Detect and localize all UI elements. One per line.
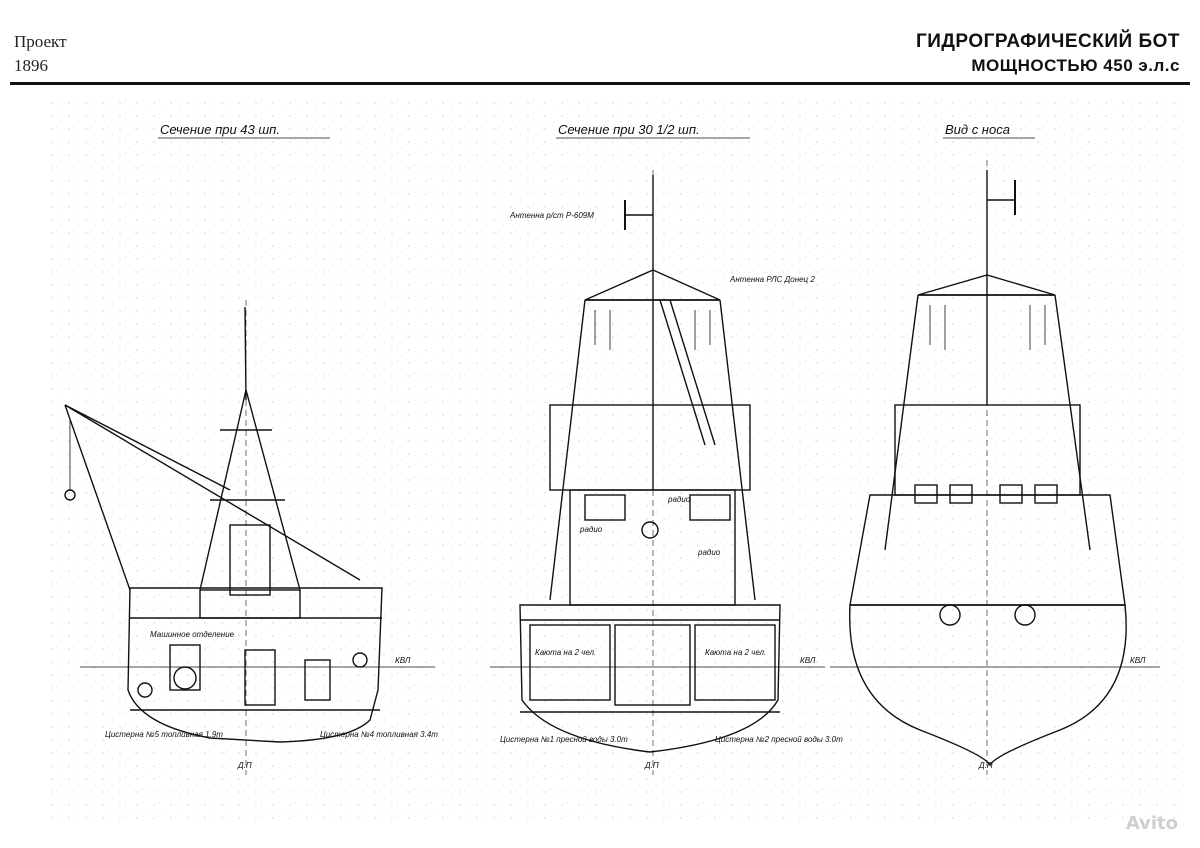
project-number: 1896 xyxy=(14,56,48,75)
view-section-43: Сечение при 43 шп. КВЛ Д.П Машинн xyxy=(64,122,438,775)
tank4-label: Цистерна №4 топливная 3.4т xyxy=(320,730,438,739)
view-section-30-half: Сечение при 30 1/2 шп. КВЛ Д.П Каюта на … xyxy=(490,122,843,775)
kvl-label-1: КВЛ xyxy=(395,656,411,665)
radio-label-3: радио xyxy=(697,548,721,557)
title-line-2: МОЩНОСТЬЮ 450 э.л.с xyxy=(971,56,1180,75)
caption-section-43: Сечение при 43 шп. xyxy=(160,122,280,137)
title-line-1: ГИДРОГРАФИЧЕСКИЙ БОТ xyxy=(915,31,1180,52)
dp-label-1: Д.П xyxy=(237,761,252,770)
dp-label-2: Д.П xyxy=(644,761,659,770)
project-block: Проект 1896 xyxy=(14,30,67,78)
cabin-left-label: Каюта на 2 чел. xyxy=(535,648,596,657)
cabin-right-label: Каюта на 2 чел. xyxy=(705,648,766,657)
tank5-label: Цистерна №5 топливная 1.9т xyxy=(105,730,223,739)
title-block: ГИДРОГРАФИЧЕСКИЙ БОТ МОЩНОСТЬЮ 450 э.л.с xyxy=(916,30,1180,78)
radio-label-2: радио xyxy=(667,495,691,504)
antenna2-label: Антенна РЛС Донец 2 xyxy=(729,275,815,284)
avito-watermark: Avito xyxy=(1125,813,1178,834)
kvl-label-3: КВЛ xyxy=(1130,656,1146,665)
caption-bow: Вид с носа xyxy=(945,122,1010,137)
project-label: Проект xyxy=(14,32,67,51)
tank1-label: Цистерна №1 пресной воды 3.0т xyxy=(500,735,628,744)
antenna1-label: Антенна р/ст Р-609М xyxy=(509,211,594,220)
radio-label-1: радио xyxy=(579,525,603,534)
view-bow: Вид с носа КВЛ Д.П xyxy=(830,122,1160,775)
tank2-label: Цистерна №2 пресной воды 3.0т xyxy=(715,735,843,744)
hull-section-1 xyxy=(127,587,383,743)
header-rule xyxy=(10,82,1190,85)
dp-label-3: Д.П xyxy=(978,761,993,770)
hull-bow xyxy=(849,604,1127,767)
caption-section-30: Сечение при 30 1/2 шп. xyxy=(558,122,700,137)
kvl-label-2: КВЛ xyxy=(800,656,816,665)
paper-texture xyxy=(50,100,1190,820)
drawing-sheet: Сечение при 43 шп. КВЛ Д.П Машинн xyxy=(50,100,1190,820)
engine-room-label: Машинное отделение xyxy=(150,630,235,639)
hull-section-2 xyxy=(519,604,781,753)
